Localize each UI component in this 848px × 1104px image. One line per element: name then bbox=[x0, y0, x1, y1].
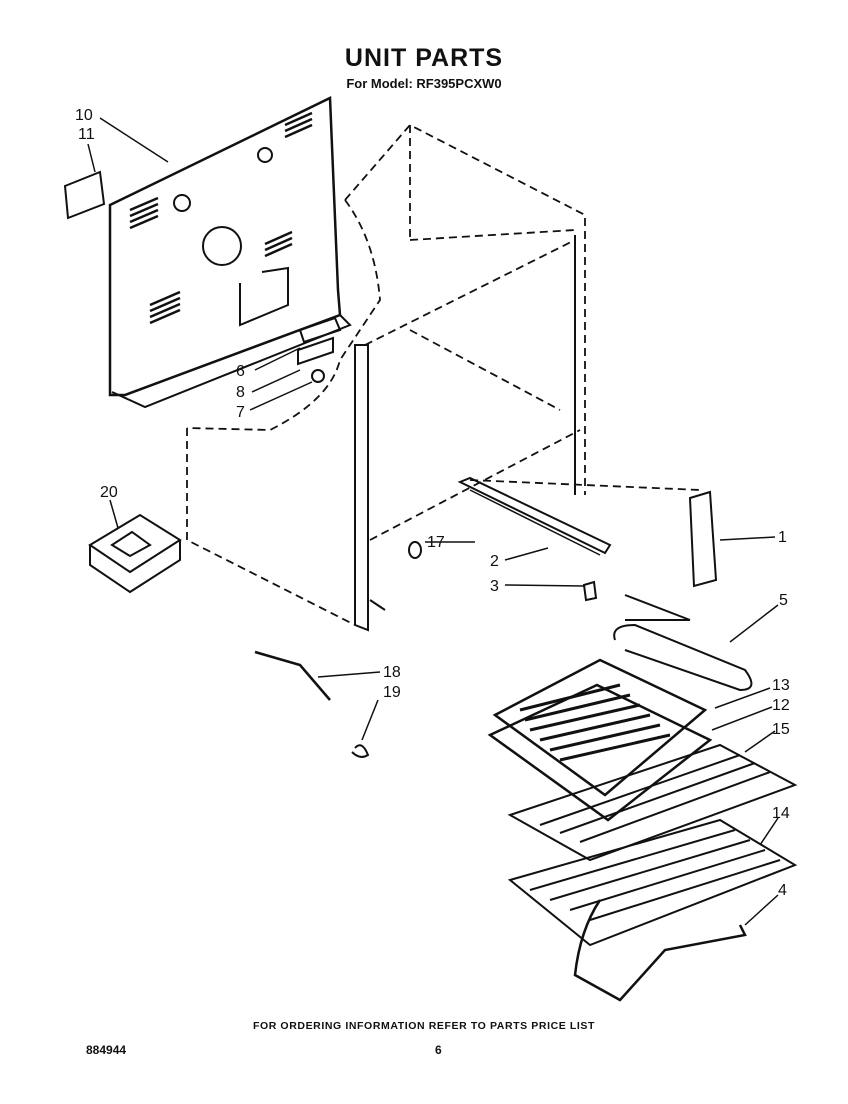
terminal-block bbox=[297, 316, 342, 383]
callout-19: 19 bbox=[383, 684, 401, 701]
callout-8-label: 8 bbox=[236, 384, 245, 401]
bottom-rail bbox=[457, 476, 612, 555]
callout-10: 10 bbox=[75, 107, 93, 124]
document-number: 884944 bbox=[86, 1043, 127, 1057]
callout-13: 13 bbox=[772, 677, 790, 694]
callout-4: 4 bbox=[778, 882, 787, 899]
oven-rack-upper bbox=[507, 743, 798, 862]
callout-15: 15 bbox=[772, 721, 790, 738]
broiler-pan bbox=[487, 658, 713, 822]
callout-1: 1 bbox=[778, 529, 787, 546]
page-number: 6 bbox=[435, 1043, 442, 1057]
callout-6: 6 bbox=[236, 363, 245, 380]
callout-3: 3 bbox=[490, 578, 499, 595]
callout-20: 20 bbox=[100, 484, 118, 501]
callout-17: 17 bbox=[427, 534, 445, 551]
side-trim bbox=[688, 490, 718, 588]
model-line: For Model: RF395PCXW0 bbox=[346, 76, 502, 91]
callout-5: 5 bbox=[779, 592, 788, 609]
clip-17 bbox=[408, 541, 422, 559]
callout-12: 12 bbox=[772, 697, 790, 714]
page-title: UNIT PARTS bbox=[344, 44, 504, 72]
back-panel-plate bbox=[63, 170, 106, 220]
callout-11: 11 bbox=[78, 126, 95, 143]
ordering-note: FOR ORDERING INFORMATION REFER TO PARTS … bbox=[252, 1020, 596, 1032]
callout-2: 2 bbox=[490, 553, 499, 570]
callout-18: 18 bbox=[383, 664, 401, 681]
cabinet-outline bbox=[186, 123, 701, 626]
back-panel bbox=[108, 96, 352, 409]
leader-lines bbox=[87, 117, 779, 926]
clip-3 bbox=[582, 580, 598, 602]
broil-element bbox=[613, 619, 753, 692]
callout-7-label: 7 bbox=[236, 404, 245, 421]
cabinet-frame bbox=[354, 235, 576, 632]
callout-14: 14 bbox=[772, 805, 790, 822]
bake-element bbox=[573, 899, 747, 1002]
sensor-probe bbox=[254, 650, 331, 701]
control-box bbox=[88, 513, 182, 594]
sensor-clip bbox=[351, 744, 370, 758]
oven-rack-lower bbox=[507, 818, 798, 947]
